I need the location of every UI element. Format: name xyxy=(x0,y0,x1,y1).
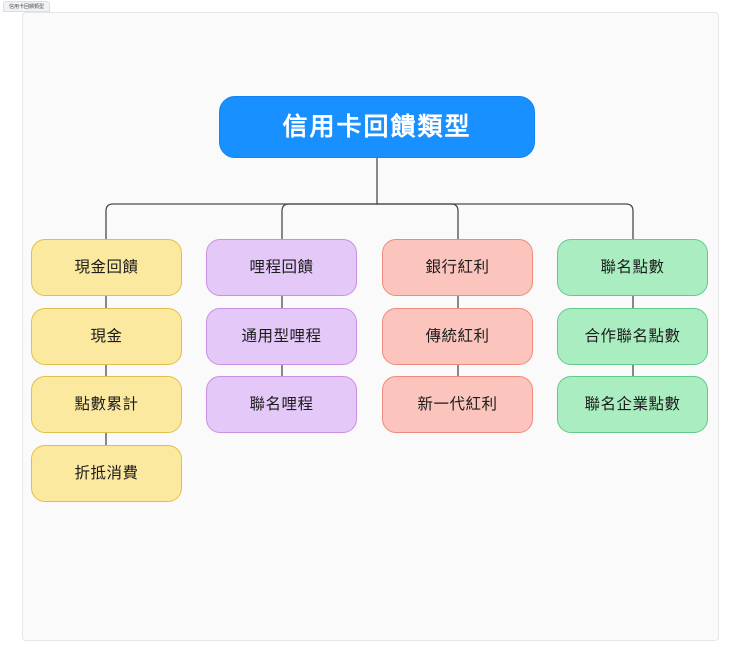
tab-strip: 信用卡回饋類型 xyxy=(0,0,740,13)
node-label: 聯名企業點數 xyxy=(584,395,681,413)
node-label: 銀行紅利 xyxy=(425,258,490,276)
tab-label: 信用卡回饋類型 xyxy=(9,3,45,10)
node-cash-back[interactable]: 現金回饋 xyxy=(31,239,182,296)
node-label: 傳統紅利 xyxy=(425,327,490,345)
node-root-label: 信用卡回饋類型 xyxy=(282,113,472,141)
node-cobranded-mileage[interactable]: 聯名哩程 xyxy=(206,376,357,433)
node-root[interactable]: 信用卡回饋類型 xyxy=(219,96,535,158)
node-label: 現金回饋 xyxy=(74,258,139,276)
node-label: 折抵消費 xyxy=(74,464,139,482)
node-label: 新一代紅利 xyxy=(417,395,498,413)
node-new-generation-bonus[interactable]: 新一代紅利 xyxy=(382,376,533,433)
node-label: 合作聯名點數 xyxy=(584,327,681,345)
node-offset-spending[interactable]: 折抵消費 xyxy=(31,445,182,502)
node-label: 點數累計 xyxy=(74,395,139,413)
node-label: 現金 xyxy=(90,327,123,345)
node-label: 聯名點數 xyxy=(600,258,665,276)
node-label: 哩程回饋 xyxy=(249,258,314,276)
node-mileage-reward[interactable]: 哩程回饋 xyxy=(206,239,357,296)
node-bank-bonus[interactable]: 銀行紅利 xyxy=(382,239,533,296)
node-label: 聯名哩程 xyxy=(249,395,314,413)
node-points-accrual[interactable]: 點數累計 xyxy=(31,376,182,433)
node-general-mileage[interactable]: 通用型哩程 xyxy=(206,308,357,365)
node-label: 通用型哩程 xyxy=(241,327,322,345)
node-cobranded-enterprise-points[interactable]: 聯名企業點數 xyxy=(557,376,708,433)
node-partner-cobranded-points[interactable]: 合作聯名點數 xyxy=(557,308,708,365)
tab-credit-card-reward-types[interactable]: 信用卡回饋類型 xyxy=(3,1,51,12)
node-cash[interactable]: 現金 xyxy=(31,308,182,365)
node-traditional-bonus[interactable]: 傳統紅利 xyxy=(382,308,533,365)
node-cobranded-points[interactable]: 聯名點數 xyxy=(557,239,708,296)
